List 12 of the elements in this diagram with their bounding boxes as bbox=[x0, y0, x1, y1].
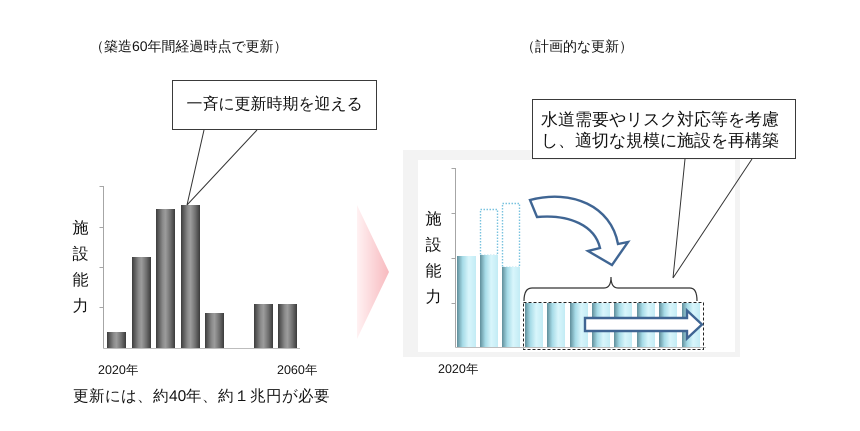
callout-pointer bbox=[672, 158, 752, 278]
axis-label: 2060年 bbox=[277, 362, 318, 378]
axis-title: 施設能力 bbox=[72, 218, 89, 317]
subtitle: （計画的な更新） bbox=[521, 37, 633, 55]
axis-label: 2020年 bbox=[98, 362, 139, 378]
callout-pointer bbox=[186, 130, 258, 206]
subtitle: （築造60年間経過時点で更新） bbox=[90, 37, 288, 55]
callout-box: 水道需要やリスク対応等を考慮し、適切な規模に施設を再構築 bbox=[532, 99, 796, 159]
note-text: 更新には、約40年、約１兆円が必要 bbox=[73, 387, 330, 406]
callout-box: 一斉に更新時期を迎える bbox=[172, 80, 377, 130]
axis-title: 施設能力 bbox=[425, 210, 442, 308]
axis-label: 2020年 bbox=[438, 361, 479, 378]
